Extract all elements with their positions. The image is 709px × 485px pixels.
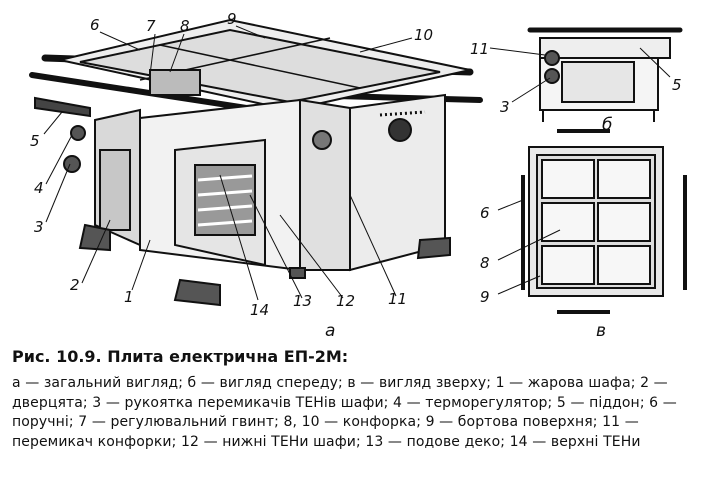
label-8: 8 [180,17,190,35]
label-6: 6 [90,16,100,34]
label-7: 7 [146,17,156,35]
subfigure-a-label: а [325,321,335,340]
label-11: 11 [388,290,407,308]
figure-caption: Рис. 10.9. Плита електрична ЕП-2М: а — з… [12,346,702,452]
top-label-6: 6 [480,204,490,222]
top-label-9: 9 [480,288,490,306]
stove-top-view [521,129,687,314]
label-2: 2 [70,276,80,294]
label-14: 14 [250,301,269,319]
label-10: 10 [414,26,433,44]
label-12: 12 [336,292,355,310]
label-4: 4 [34,179,44,197]
stove-front-view [527,27,683,122]
label-3: 3 [34,218,44,236]
caption-text: а — загальний вигляд; б — вигляд спереду… [12,375,677,450]
label-9: 9 [227,10,237,28]
front-label-3: 3 [500,98,510,116]
stove-general-view [29,18,483,307]
front-label-5: 5 [672,76,682,94]
top-label-8: 8 [480,254,490,272]
label-13: 13 [293,292,312,310]
subfigure-b-label: б [602,115,612,135]
subfigure-c-label: в [596,321,606,340]
front-label-11: 11 [470,40,489,58]
label-1: 1 [124,288,134,306]
technical-illustration: 6 7 8 9 10 5 4 3 2 1 14 13 12 11 а 11 5 … [29,10,687,340]
caption-title: Рис. 10.9. Плита електрична ЕП-2М: [12,347,349,366]
label-5: 5 [30,132,40,150]
